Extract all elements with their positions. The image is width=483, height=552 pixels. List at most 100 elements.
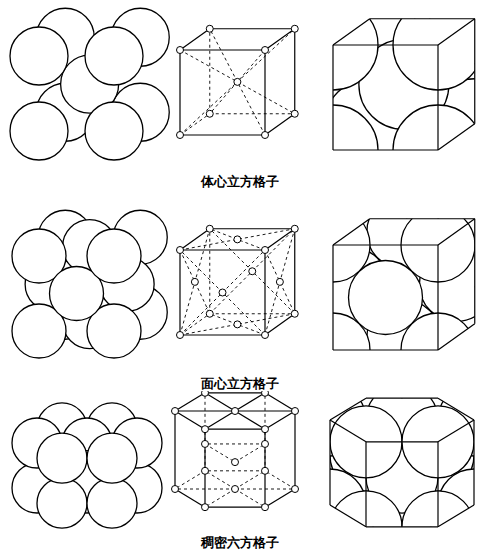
atom-sphere: [37, 478, 87, 528]
hidden-edge: [180, 114, 210, 135]
lattice-point: [262, 47, 269, 54]
body-diagonal: [210, 50, 265, 114]
lattice-point: [206, 110, 213, 117]
cube-edge: [294, 29, 295, 114]
cube-edge: [370, 218, 475, 219]
lattice-point: [234, 321, 241, 328]
base-spoke: [205, 489, 235, 507]
atom-sphere: [37, 433, 87, 483]
face-diagonal: [265, 250, 295, 314]
base-spoke: [235, 489, 265, 507]
cut-sphere-group: [288, 0, 483, 195]
prism-edge-group: [175, 393, 295, 507]
cut-sphere-group: [294, 362, 483, 552]
hidden-edge-group: [180, 229, 295, 335]
cube-edge: [180, 249, 265, 250]
prism-edge: [366, 441, 438, 442]
lattice-point: [177, 47, 184, 54]
prism-edge: [438, 505, 474, 527]
face-diagonal: [180, 250, 265, 335]
cube-edge: [438, 324, 475, 350]
prism-edge: [329, 420, 330, 505]
atom-sphere: [85, 102, 143, 160]
cube-edge: [179, 50, 180, 135]
cube-edge-group: [180, 229, 295, 335]
base-spoke-group: [175, 471, 295, 507]
mid-triangle: [205, 443, 265, 444]
hidden-edge: [210, 113, 295, 114]
bcc-row: [10, 0, 483, 195]
mid-triangle: [205, 444, 235, 462]
prism-edge: [366, 526, 438, 527]
cube-edge: [333, 149, 438, 150]
prism-edge: [330, 505, 366, 527]
prism-edge: [265, 411, 295, 429]
cube-edge: [265, 229, 295, 250]
prism-edge: [366, 398, 438, 399]
face-diagonal: [180, 314, 295, 335]
atom-sphere: [87, 433, 137, 483]
cube-edge-group: [333, 19, 475, 150]
lattice-point: [262, 467, 269, 474]
lattice-point: [177, 247, 184, 254]
lattice-point: [291, 225, 298, 232]
prism-edge: [265, 489, 295, 507]
cube-edge: [180, 229, 210, 250]
cube-edge: [265, 314, 295, 335]
lattice-point: [202, 426, 209, 433]
lattice-point: [219, 289, 226, 296]
top-spoke: [235, 393, 265, 411]
lattice-point: [276, 278, 283, 285]
cube-edge: [437, 45, 438, 150]
cube-edge: [438, 19, 475, 45]
body-diagonal: [180, 29, 295, 135]
prism-edge: [205, 392, 265, 393]
lattice-point-group: [172, 389, 299, 510]
cube-edge: [333, 44, 438, 45]
cube-edge: [474, 219, 475, 324]
lattice-point: [262, 504, 269, 511]
hcp-row: [12, 362, 483, 552]
lattice-point: [291, 25, 298, 32]
prism-edge: [330, 420, 366, 442]
face-diagonal: [180, 250, 265, 335]
lattice-point: [202, 467, 209, 474]
cube-edge: [333, 244, 438, 245]
lattice-caption: 体心立方格子: [200, 175, 280, 189]
hidden-edge: [180, 314, 210, 335]
atom-sphere: [87, 229, 141, 283]
lattice-point: [191, 278, 198, 285]
hidden-edge: [209, 229, 210, 314]
face-diagonal: [180, 229, 210, 335]
lattice-point: [232, 408, 239, 415]
body-diagonal: [210, 29, 265, 135]
cube-edge: [264, 250, 265, 335]
lattice-point: [262, 426, 269, 433]
lattice-point: [234, 78, 241, 85]
face-diagonal: [180, 250, 210, 314]
prism-edge: [175, 393, 205, 411]
cube-edge: [294, 229, 295, 314]
lattice-point: [262, 247, 269, 254]
top-spoke: [175, 410, 235, 411]
face-diagonal: [210, 314, 265, 335]
cube-edge: [210, 28, 295, 29]
prism-edge: [174, 411, 175, 489]
prism-edge: [365, 442, 366, 527]
base-spoke: [235, 471, 265, 489]
cube-edge: [265, 114, 295, 135]
face-diagonal: [210, 229, 295, 314]
cube-edge: [438, 124, 475, 150]
lattice-point: [172, 486, 179, 493]
cube-edge: [438, 219, 475, 245]
prism-edge: [175, 489, 205, 507]
hidden-edge: [205, 470, 265, 471]
prism-edge: [265, 393, 295, 411]
body-diagonal: [180, 50, 295, 114]
lattice-point: [291, 310, 298, 317]
cube-edge: [210, 228, 295, 229]
base-spoke: [205, 471, 235, 489]
cube-edge: [265, 29, 295, 50]
prism-edge: [473, 420, 474, 505]
